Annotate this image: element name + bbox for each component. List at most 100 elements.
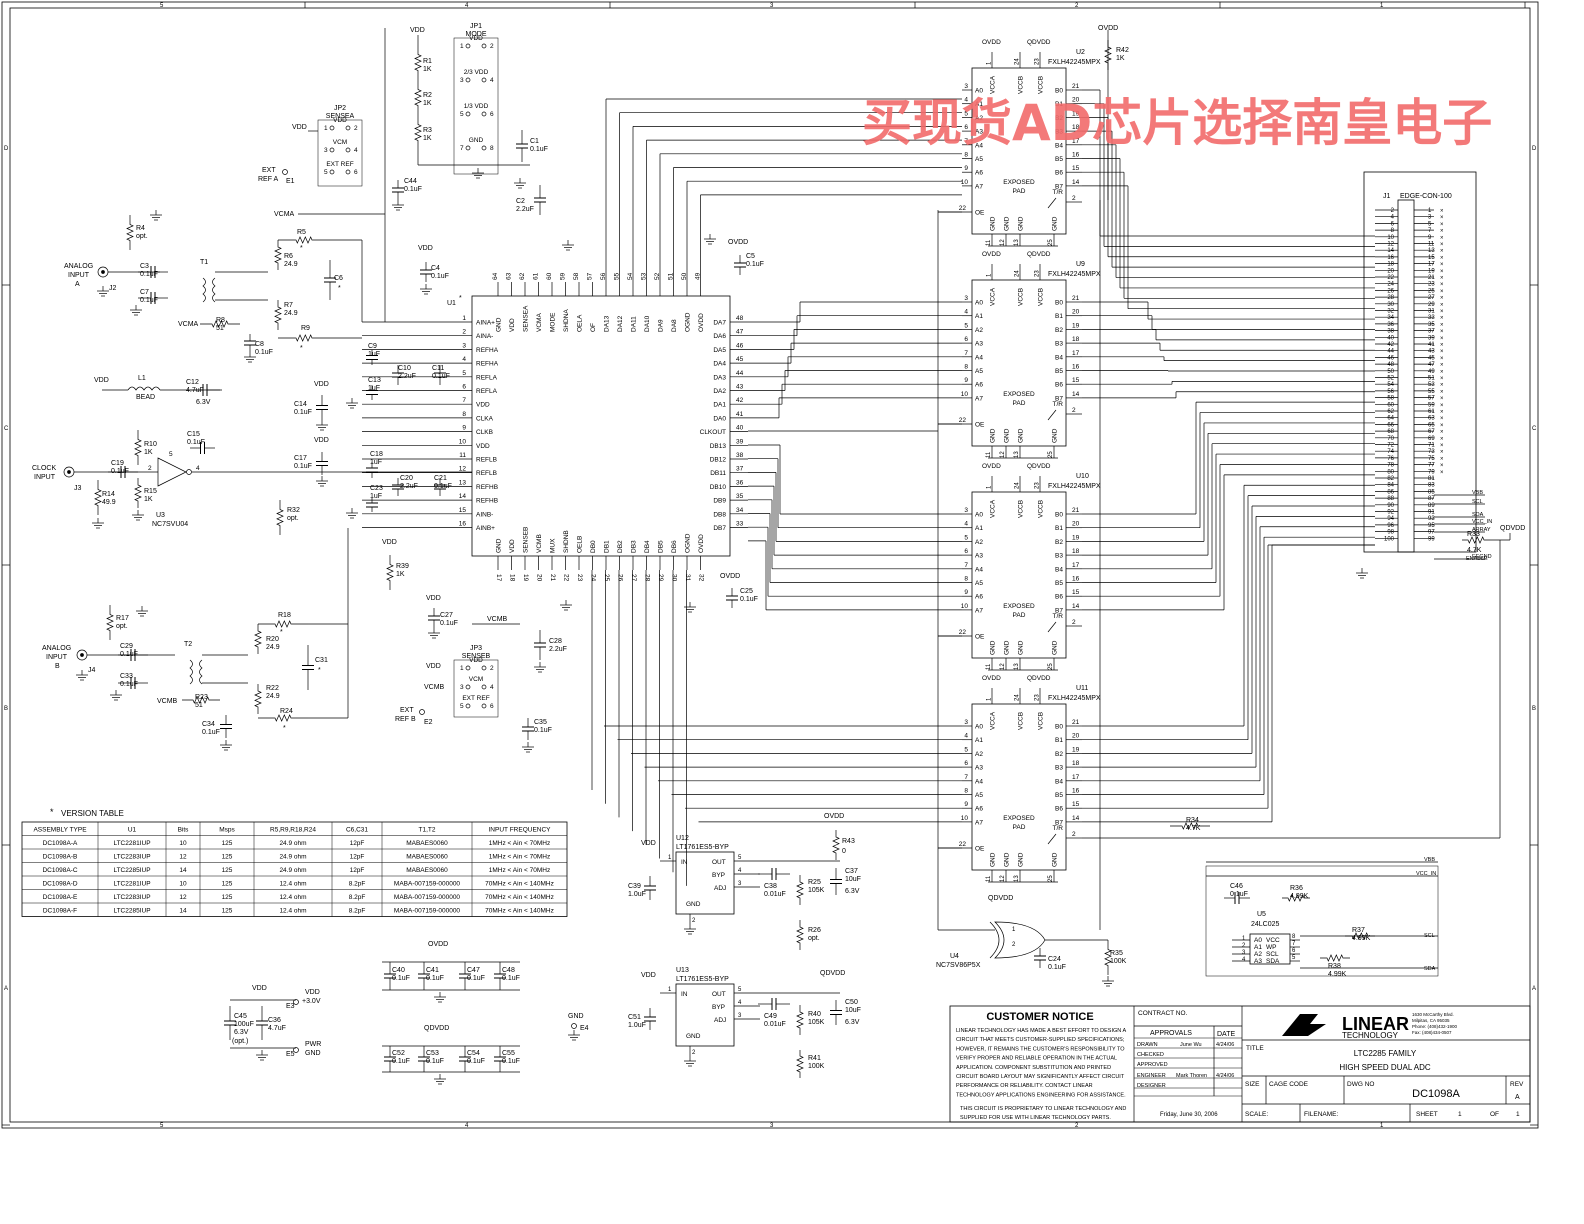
jp3-row-label: EXT REF: [462, 695, 489, 702]
buffer-pin-vcca: VCCA: [990, 287, 997, 306]
buffer-pin-num: 11: [986, 239, 992, 246]
vt-cell: 12.4 ohm: [279, 881, 306, 888]
logo-bottom: TECHNOLOGY: [1342, 1031, 1399, 1040]
buffer-pin-a0: A0: [975, 88, 983, 95]
resistor-symbol: [94, 480, 102, 515]
u13-ldo-pin-adj: ADJ: [714, 1017, 726, 1024]
nc-mark: ×: [1440, 289, 1444, 295]
jp2-row-label: VCM: [333, 139, 347, 146]
j1-pin-even: 68: [1387, 429, 1394, 435]
buffer-pin-num: 7: [964, 138, 968, 145]
jp1-pin: 7: [460, 145, 464, 152]
ground-symbol: [244, 352, 256, 363]
ground-symbol: [1356, 568, 1368, 579]
j1-pin-even: 60: [1387, 402, 1394, 408]
ref-r35: R35: [1110, 950, 1123, 957]
vt-cell: 125: [222, 908, 233, 915]
u12-ldo-pin-in: IN: [681, 859, 688, 866]
u1-pin-da3: DA3: [713, 374, 726, 381]
u1-pin-num: 25: [603, 574, 610, 582]
buffer-pin-b3: B3: [1055, 765, 1063, 772]
capacitor-symbol: [366, 385, 378, 400]
u3-pin: 2: [148, 465, 152, 472]
ref-c51: C51: [628, 1014, 641, 1021]
u5-ref: U5: [1257, 911, 1266, 918]
val-c40: 0.1uF: [392, 975, 410, 982]
vt-header-0: ASSEMBLY TYPE: [33, 827, 87, 834]
j1-pin-even: 28: [1387, 295, 1394, 301]
j1-pin-even: 94: [1387, 516, 1394, 522]
vt-cell: 12.4 ohm: [279, 894, 306, 901]
zone-right-B: B: [1532, 706, 1536, 712]
capacitor-symbol: [256, 1006, 268, 1040]
nc-mark: ×: [1440, 322, 1444, 328]
ground-symbol: [428, 628, 440, 639]
ground-symbol: [420, 284, 432, 295]
buffer-pin-num: 19: [1072, 746, 1080, 753]
ref-t2: T2: [184, 641, 192, 648]
u12-ldo-pin-num: 3: [738, 881, 742, 887]
u1-pin-num: 32: [698, 574, 705, 582]
vt-cell: 12pF: [350, 840, 365, 847]
buffer-pin-vccb: VCCB: [1018, 500, 1025, 518]
zone-top-4: 4: [465, 3, 469, 9]
u1-pin-num: 17: [495, 574, 502, 582]
u1-pin-db7: DB7: [713, 525, 726, 532]
u1-pin-sensea: SENSEA: [523, 305, 530, 332]
buffer-pin-num: 24: [1015, 58, 1021, 65]
vt-title: VERSION TABLE: [61, 809, 124, 818]
buffer-pin-num: 10: [961, 603, 969, 610]
val-c46: 0.1uF: [1230, 891, 1248, 898]
capacitor-symbol: [138, 292, 168, 304]
j1-pin-even: 10: [1387, 235, 1394, 241]
tb-notice-line: CIRCUIT THAT MEETS CUSTOMER-SUPPLIED SPE…: [956, 1037, 1125, 1043]
zone-bottom-5: 5: [160, 1123, 164, 1129]
vt-cell: 125: [222, 894, 233, 901]
u1-pin-num: 56: [600, 272, 607, 280]
sda-label: SDA: [1424, 966, 1436, 972]
j1-pin-even: 90: [1387, 503, 1394, 509]
val-c18: 1uF: [370, 459, 382, 466]
capacitor-symbol: [522, 718, 534, 740]
buffer-pin-num: 16: [1072, 788, 1080, 795]
vt-cell: LTC2283IUP: [113, 854, 150, 861]
buffer-pin-tr: T/R: [1053, 825, 1064, 832]
val-r15: 1K: [144, 496, 153, 503]
c37-voltage: 6.3V: [845, 888, 860, 895]
j1-pin-even: 74: [1387, 449, 1394, 455]
buffer-pin-num: 1: [987, 61, 993, 65]
j1-pin-even: 14: [1387, 248, 1394, 254]
ovdd-label: OVDD: [720, 573, 740, 580]
nc-mark: ×: [1440, 215, 1444, 221]
j1-pin-odd: 1: [1428, 208, 1432, 214]
buffer-pin-b7: B7: [1055, 395, 1063, 402]
buffer-pin-a1: A1: [975, 313, 983, 320]
ref-r2: R2: [423, 92, 432, 99]
u1-pin-clkb: CLKB: [476, 429, 493, 436]
vt-cell: DC1098A-C: [42, 867, 77, 874]
qdvdd-label: QDVDD: [1500, 525, 1525, 532]
j1-pin-odd: 69: [1428, 436, 1435, 442]
u13-ldo-ref: U13: [676, 967, 689, 974]
capacitor-symbol: [418, 962, 430, 990]
u5-pin-sda: SDA: [1266, 958, 1280, 965]
capacitor-symbol: [118, 677, 148, 689]
u12-ldo-pin-out: OUT: [712, 859, 726, 866]
buffer-pin-tr: T/R: [1053, 189, 1064, 196]
jp2-pin: 4: [354, 147, 358, 154]
u3-part: NC7SVU04: [152, 521, 188, 528]
j1-pin-odd: 23: [1428, 282, 1435, 288]
u13-ldo-part: LT1761ES5-BYP: [676, 976, 729, 983]
jp3-pin: 3: [460, 684, 464, 691]
analog-a-label: A: [75, 281, 80, 288]
u13-ldo-pin-out: OUT: [712, 991, 726, 998]
j1-signal-sda: SDA: [1472, 512, 1484, 518]
val-c28: 2.2uF: [549, 646, 567, 653]
tb-notice-line: HOWEVER, IT REMAINS THE CUSTOMER'S RESPO…: [956, 1046, 1125, 1052]
vt-cell: 12: [179, 894, 187, 901]
j1-pin-even: 2: [1391, 208, 1395, 214]
u1-pin-da7: DA7: [713, 320, 726, 327]
